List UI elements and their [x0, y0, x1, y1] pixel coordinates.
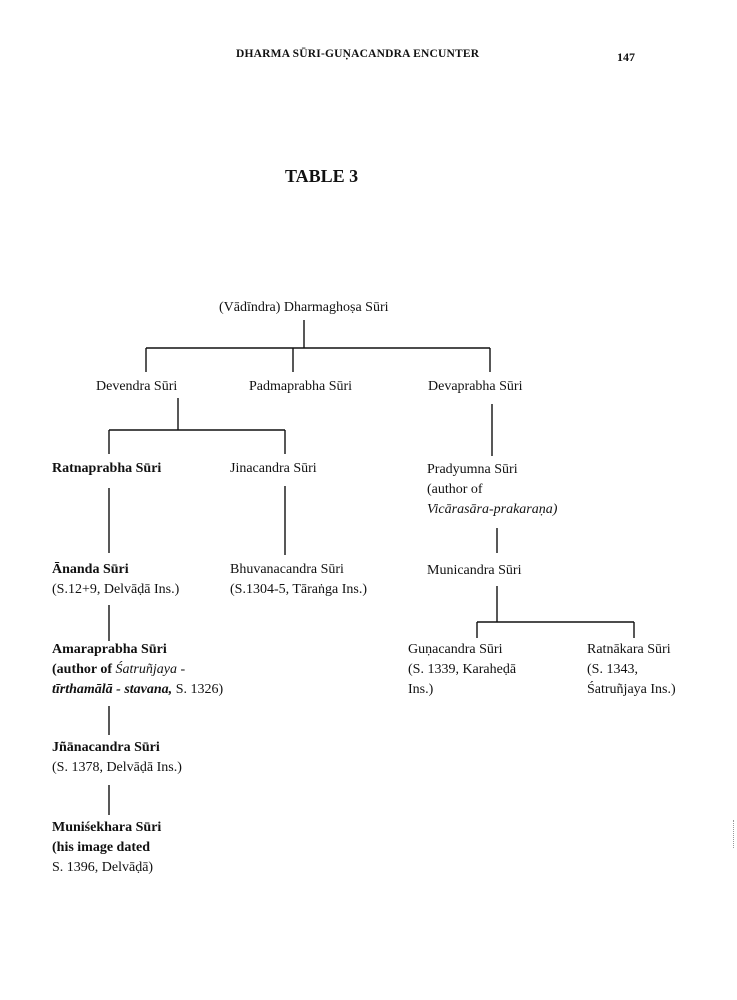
node-name: Devendra Sūri — [96, 379, 178, 394]
node-note: Śatruñjaya Ins.) — [587, 682, 676, 697]
node-note: (S. 1378, Delvāḍā Ins.) — [52, 760, 182, 775]
node-name: Ānanda Sūri — [52, 562, 129, 577]
node-name: Amaraprabha Sūri — [52, 642, 167, 657]
node-devendra: Devendra Sūri — [96, 377, 177, 397]
node-name: Guṇacandra Sūri — [408, 642, 503, 657]
node-jnanacandra: Jñānacandra Sūri (S. 1378, Delvāḍā Ins.) — [52, 738, 182, 778]
node-name: Ratnaprabha Sūri — [52, 461, 162, 476]
node-note: (his image dated — [52, 840, 150, 855]
node-note-title: Vicārasāra-prakaraṇa) — [427, 502, 558, 517]
node-note: S. 1326) — [172, 682, 224, 697]
node-ratnakara: Ratnākara Sūri (S. 1343, Śatruñjaya Ins.… — [587, 640, 676, 700]
scan-edge-mark — [733, 820, 736, 848]
node-name: Pradyumna Sūri — [427, 462, 518, 477]
node-pradyumna: Pradyumna Sūri (author of Vicārasāra-pra… — [427, 460, 557, 520]
node-ratnaprabha: Ratnaprabha Sūri — [52, 459, 161, 479]
node-note-title: tīrthamālā - stavana, — [52, 682, 173, 697]
node-amaraprabha: Amaraprabha Sūri (author of Śatruñjaya -… — [52, 640, 223, 700]
node-gunacandra: Guṇacandra Sūri (S. 1339, Karaheḍā Ins.) — [408, 640, 516, 700]
node-name: Jinacandra Sūri — [230, 461, 317, 476]
node-name: Jñānacandra Sūri — [52, 740, 160, 755]
page-number: 147 — [617, 50, 635, 64]
node-municandra: Municandra Sūri — [427, 561, 521, 581]
node-name: Municandra Sūri — [427, 563, 522, 578]
node-note: (S.1304-5, Tāraṅga Ins.) — [230, 582, 367, 597]
table-title: TABLE 3 — [285, 166, 359, 186]
node-name: (Vādīndra) Dharmaghoṣa Sūri — [219, 300, 389, 315]
node-name: Devaprabha Sūri — [428, 379, 523, 394]
node-note: (author of — [427, 482, 483, 497]
node-ananda: Ānanda Sūri (S.12+9, Delvāḍā Ins.) — [52, 560, 179, 600]
node-note-title: Śatruñjaya - — [115, 662, 186, 677]
running-head-title: DHARMA SŪRI-GUṆACANDRA ENCUNTER — [236, 48, 480, 60]
node-name: Ratnākara Sūri — [587, 642, 671, 657]
node-note: Ins.) — [408, 682, 434, 697]
node-bhuvanacandra: Bhuvanacandra Sūri (S.1304-5, Tāraṅga In… — [230, 560, 367, 600]
node-note: S. 1396, Delvāḍā) — [52, 860, 154, 875]
node-note: (S. 1343, — [587, 662, 638, 677]
node-note: (S. 1339, Karaheḍā — [408, 662, 517, 677]
node-name: Bhuvanacandra Sūri — [230, 562, 344, 577]
node-name: Padmaprabha Sūri — [249, 379, 353, 394]
node-padmaprabha: Padmaprabha Sūri — [249, 377, 352, 397]
node-name: Muniśekhara Sūri — [52, 820, 162, 835]
node-dharmaghosa: (Vādīndra) Dharmaghoṣa Sūri — [219, 298, 389, 318]
node-jinacandra: Jinacandra Sūri — [230, 459, 317, 479]
node-note: (S.12+9, Delvāḍā Ins.) — [52, 582, 180, 597]
node-munisekhara: Muniśekhara Sūri (his image dated S. 139… — [52, 818, 161, 878]
node-note: (author of — [52, 662, 116, 677]
node-devaprabha: Devaprabha Sūri — [428, 377, 522, 397]
